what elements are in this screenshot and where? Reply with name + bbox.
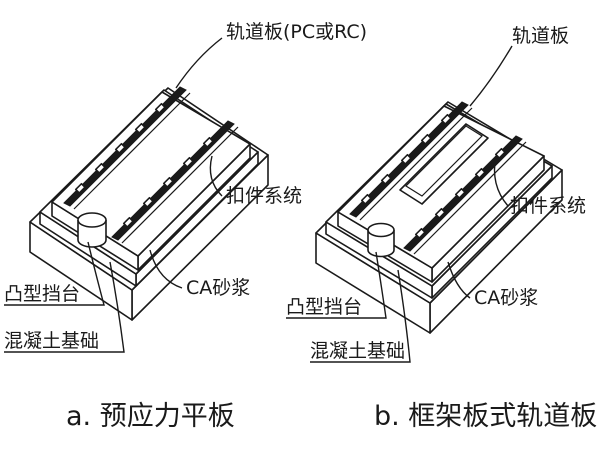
label-concrete-base-b: 混凝土基础 xyxy=(310,340,405,362)
fastening-clips xyxy=(74,102,214,228)
label-fastening-system-a: 扣件系统 xyxy=(226,185,302,207)
right-leader-lines xyxy=(286,45,513,363)
label-fastening-system-b: 扣件系统 xyxy=(510,195,586,217)
diagram-frame-type-slab xyxy=(286,45,563,363)
fastening-clips-b xyxy=(360,113,506,239)
label-convex-retaining-block-a: 凸型挡台 xyxy=(4,283,80,305)
label-ca-mortar-b: CA砂浆 xyxy=(474,287,538,309)
label-track-slab-b: 轨道板 xyxy=(512,25,569,47)
caption-a: a. 预应力平板 xyxy=(66,401,235,432)
label-concrete-base-a: 混凝土基础 xyxy=(4,330,99,352)
label-convex-retaining-block-b: 凸型挡台 xyxy=(286,296,362,318)
left-leader-lines xyxy=(4,37,223,353)
diagram-prestressed-flat-slab xyxy=(4,37,269,353)
convex-retaining-block-b xyxy=(367,222,395,258)
label-ca-mortar-a: CA砂浆 xyxy=(186,277,250,299)
convex-retaining-block xyxy=(77,212,107,248)
caption-b: b. 框架板式轨道板 xyxy=(374,401,597,432)
label-track-slab-pc-rc: 轨道板(PC或RC) xyxy=(226,21,367,43)
